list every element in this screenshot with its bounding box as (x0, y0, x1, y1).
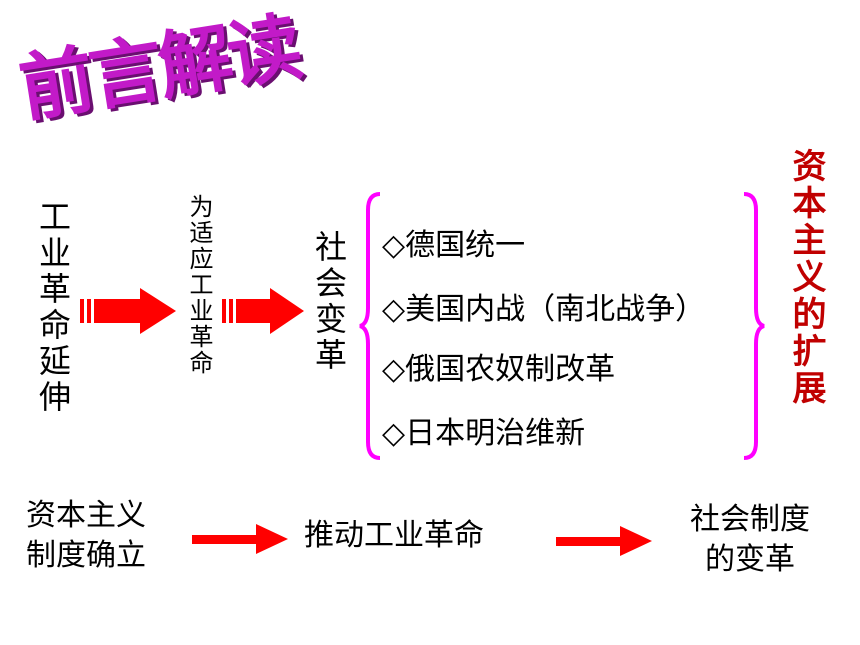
social-system-change-line2: 的变革 (705, 542, 795, 577)
page-title: 前言解读 (13, 4, 304, 134)
arrow-right-4-icon (556, 526, 652, 556)
social-system-change-line1: 社会制度 (690, 502, 810, 537)
promote-industrial-revolution-label: 推动工业革命 (304, 518, 484, 553)
event-american-civil-war: ◇美国内战（南北战争） (382, 292, 706, 327)
social-system-change-label: 社会制度 的变革 (690, 500, 810, 580)
event-meiji-restoration: ◇日本明治维新 (382, 416, 586, 451)
right-brace-icon (743, 192, 765, 460)
event-russian-serf-reform: ◇俄国农奴制改革 (382, 352, 616, 387)
arrow-right-3-icon (192, 524, 288, 554)
adapt-industrial-revolution-label: 为适应工业革命 (185, 194, 213, 376)
capitalism-established-line2: 制度确立 (26, 538, 146, 573)
arrow-right-1-icon (80, 288, 176, 334)
capitalism-established-line1: 资本主义 (26, 498, 146, 533)
capitalism-established-label: 资本主义 制度确立 (26, 496, 146, 576)
capitalism-expansion-label: 资本主义的扩展 (786, 148, 826, 407)
industrial-revolution-extension-label: 工业革命延伸 (34, 200, 72, 416)
social-reform-label: 社会变革 (310, 230, 348, 374)
arrow-right-2-icon (222, 288, 304, 334)
event-german-unification: ◇德国统一 (382, 228, 526, 263)
left-brace-icon (359, 192, 381, 460)
